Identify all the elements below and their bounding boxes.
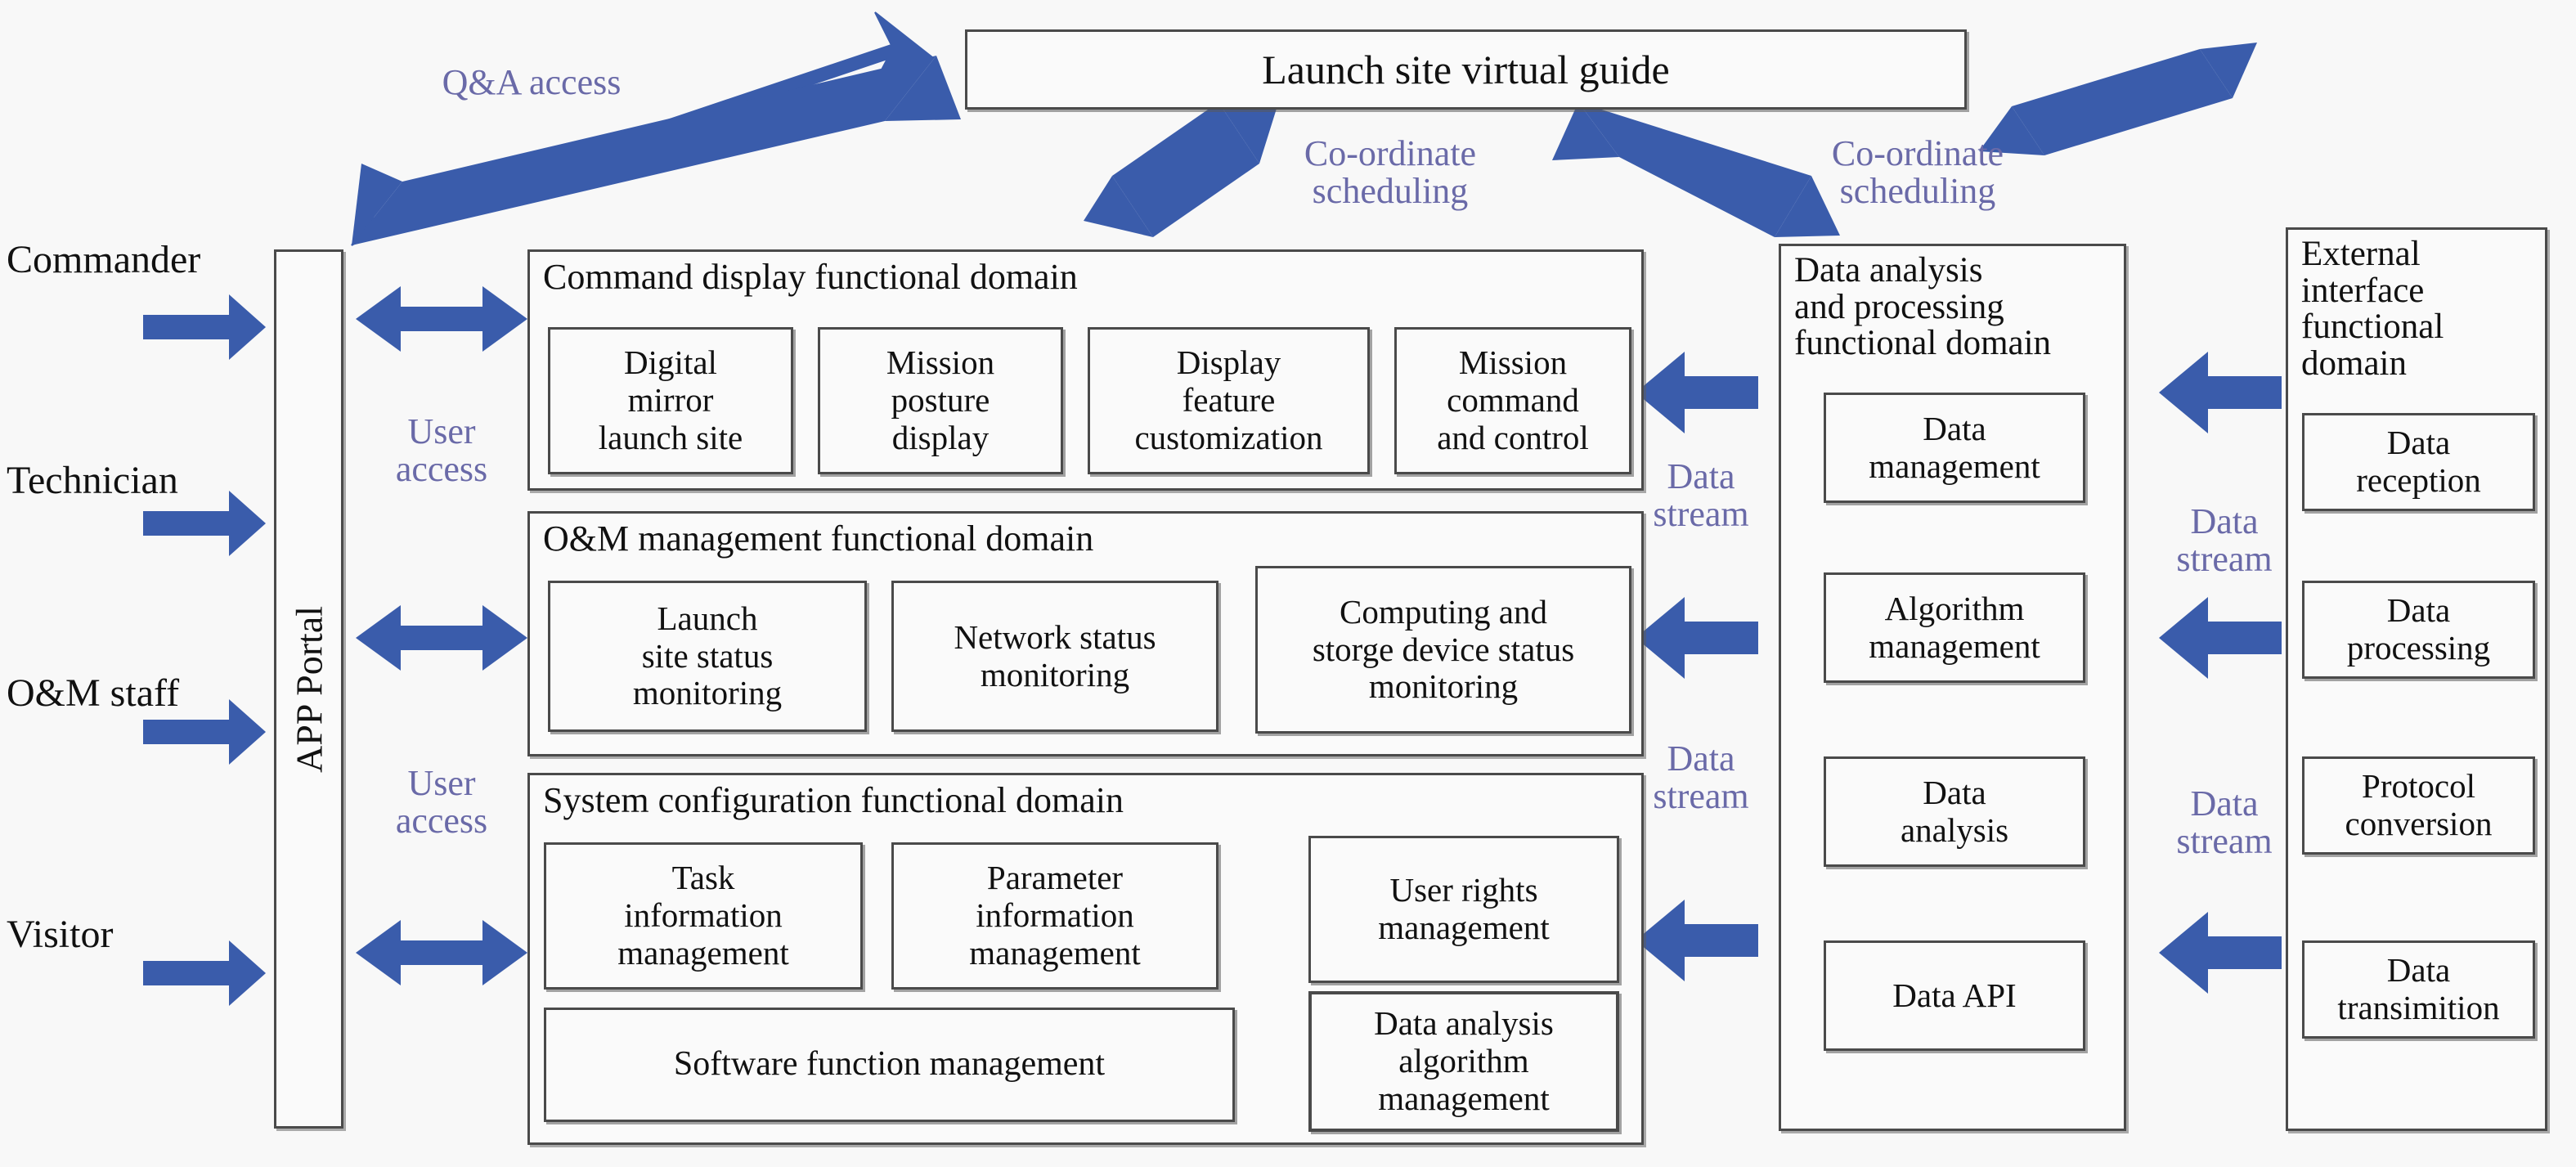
module-digital-mirror-launch-site[interactable]: Digital mirror launch site — [548, 327, 793, 474]
arrow-ext-data-api — [2159, 912, 2282, 994]
module-computing-storage-device-status-monitoring[interactable]: Computing and storge device status monit… — [1255, 566, 1631, 734]
note-qa-access: Q&A access — [442, 62, 622, 102]
module-label: Display feature customization — [1134, 343, 1323, 456]
panel-system-configuration-title: System configuration functional domain — [543, 780, 1124, 820]
module-label: Software function management — [673, 1045, 1106, 1084]
actor-technician: Technician — [7, 459, 178, 502]
note-coordinate-scheduling-right: Co-ordinate scheduling — [1831, 133, 2004, 212]
arrow-datastream-command — [1636, 352, 1758, 433]
panel-command-display-title: Command display functional domain — [543, 257, 1078, 297]
module-display-feature-customization[interactable]: Display feature customization — [1088, 327, 1370, 474]
module-user-rights-management[interactable]: User rights management — [1308, 836, 1619, 983]
note-user-access-top: User access — [395, 411, 488, 490]
arrow-datastream-sysconfig — [1636, 900, 1758, 981]
module-label: Task information management — [617, 859, 789, 972]
arrow-coordinate-left — [1084, 98, 1280, 237]
module-label: Network status monitoring — [954, 617, 1156, 693]
arrow-coordinate-right — [1552, 102, 1840, 237]
panel-data-analysis-processing-title: Data analysis and processing functional … — [1794, 251, 2052, 363]
module-label: Protocol conversion — [2345, 767, 2493, 842]
module-label: Data processing — [2346, 591, 2491, 667]
module-data-analysis[interactable]: Data analysis — [1824, 756, 2085, 867]
arrow-ext-data-management — [2159, 352, 2282, 433]
panel-om-management-title: O&M management functional domain — [543, 518, 1094, 559]
module-network-status-monitoring[interactable]: Network status monitoring — [891, 581, 1218, 732]
app-portal-label: APP Portal — [288, 605, 330, 773]
note-data-stream-2: Data stream — [1653, 738, 1749, 817]
module-data-reception[interactable]: Data reception — [2302, 413, 2535, 511]
note-coordinate-scheduling-left: Co-ordinate scheduling — [1304, 133, 1477, 212]
module-label: Computing and storge device status monit… — [1312, 592, 1575, 706]
module-data-transimition[interactable]: Data transimition — [2302, 940, 2535, 1039]
module-label: Data transimition — [2337, 951, 2500, 1026]
note-user-access-bottom: User access — [395, 763, 488, 842]
arrow-portal-command-display — [356, 286, 527, 352]
arrow-visitor-in — [143, 940, 266, 1006]
actor-visitor: Visitor — [7, 913, 114, 956]
module-mission-command-and-control[interactable]: Mission command and control — [1394, 327, 1631, 474]
module-algorithm-management[interactable]: Algorithm management — [1824, 572, 2085, 683]
module-label: Data analysis algorithm management — [1374, 1004, 1554, 1117]
panel-external-interface-title: External interface functional domain — [2301, 235, 2444, 384]
module-label: Mission command and control — [1437, 343, 1589, 456]
module-label: Launch site status monitoring — [632, 599, 783, 712]
actor-commander: Commander — [7, 238, 201, 281]
module-data-analysis-algorithm-management[interactable]: Data analysis algorithm management — [1308, 991, 1619, 1132]
module-label: Algorithm management — [1869, 589, 2040, 665]
module-task-information-management[interactable]: Task information management — [544, 842, 863, 990]
module-label: Digital mirror launch site — [598, 343, 743, 456]
arrow-portal-om — [356, 605, 527, 671]
launch-site-virtual-guide-box[interactable]: Launch site virtual guide — [965, 29, 1967, 110]
module-launch-site-status-monitoring[interactable]: Launch site status monitoring — [548, 581, 867, 732]
module-data-api[interactable]: Data API — [1824, 940, 2085, 1051]
module-label: User rights management — [1378, 871, 1550, 946]
module-mission-posture-display[interactable]: Mission posture display — [818, 327, 1063, 474]
arrow-ext-algorithm — [2159, 597, 2282, 679]
arrow-portal-system-config — [356, 920, 527, 985]
note-data-stream-4: Data stream — [2176, 783, 2273, 862]
arrow-qa-access — [351, 11, 961, 246]
module-label: Data analysis — [1900, 773, 2009, 849]
note-data-stream-1: Data stream — [1653, 456, 1749, 535]
arrow-datastream-om — [1636, 597, 1758, 679]
launch-site-virtual-guide-label: Launch site virtual guide — [1262, 47, 1670, 92]
module-label: Data management — [1869, 409, 2040, 485]
module-software-function-management[interactable]: Software function management — [544, 1008, 1235, 1122]
note-data-stream-3: Data stream — [2176, 501, 2273, 580]
module-data-processing[interactable]: Data processing — [2302, 581, 2535, 679]
module-label: Data API — [1892, 976, 2017, 1014]
actor-om-staff: O&M staff — [7, 671, 180, 715]
module-parameter-information-management[interactable]: Parameter information management — [891, 842, 1218, 990]
module-label: Mission posture display — [886, 343, 995, 456]
module-label: Data reception — [2356, 424, 2481, 499]
module-protocol-conversion[interactable]: Protocol conversion — [2302, 756, 2535, 855]
module-data-management[interactable]: Data management — [1824, 393, 2085, 503]
module-label: Parameter information management — [969, 859, 1141, 972]
arrow-commander-in — [143, 294, 266, 360]
app-portal-panel[interactable]: APP Portal — [274, 249, 343, 1129]
